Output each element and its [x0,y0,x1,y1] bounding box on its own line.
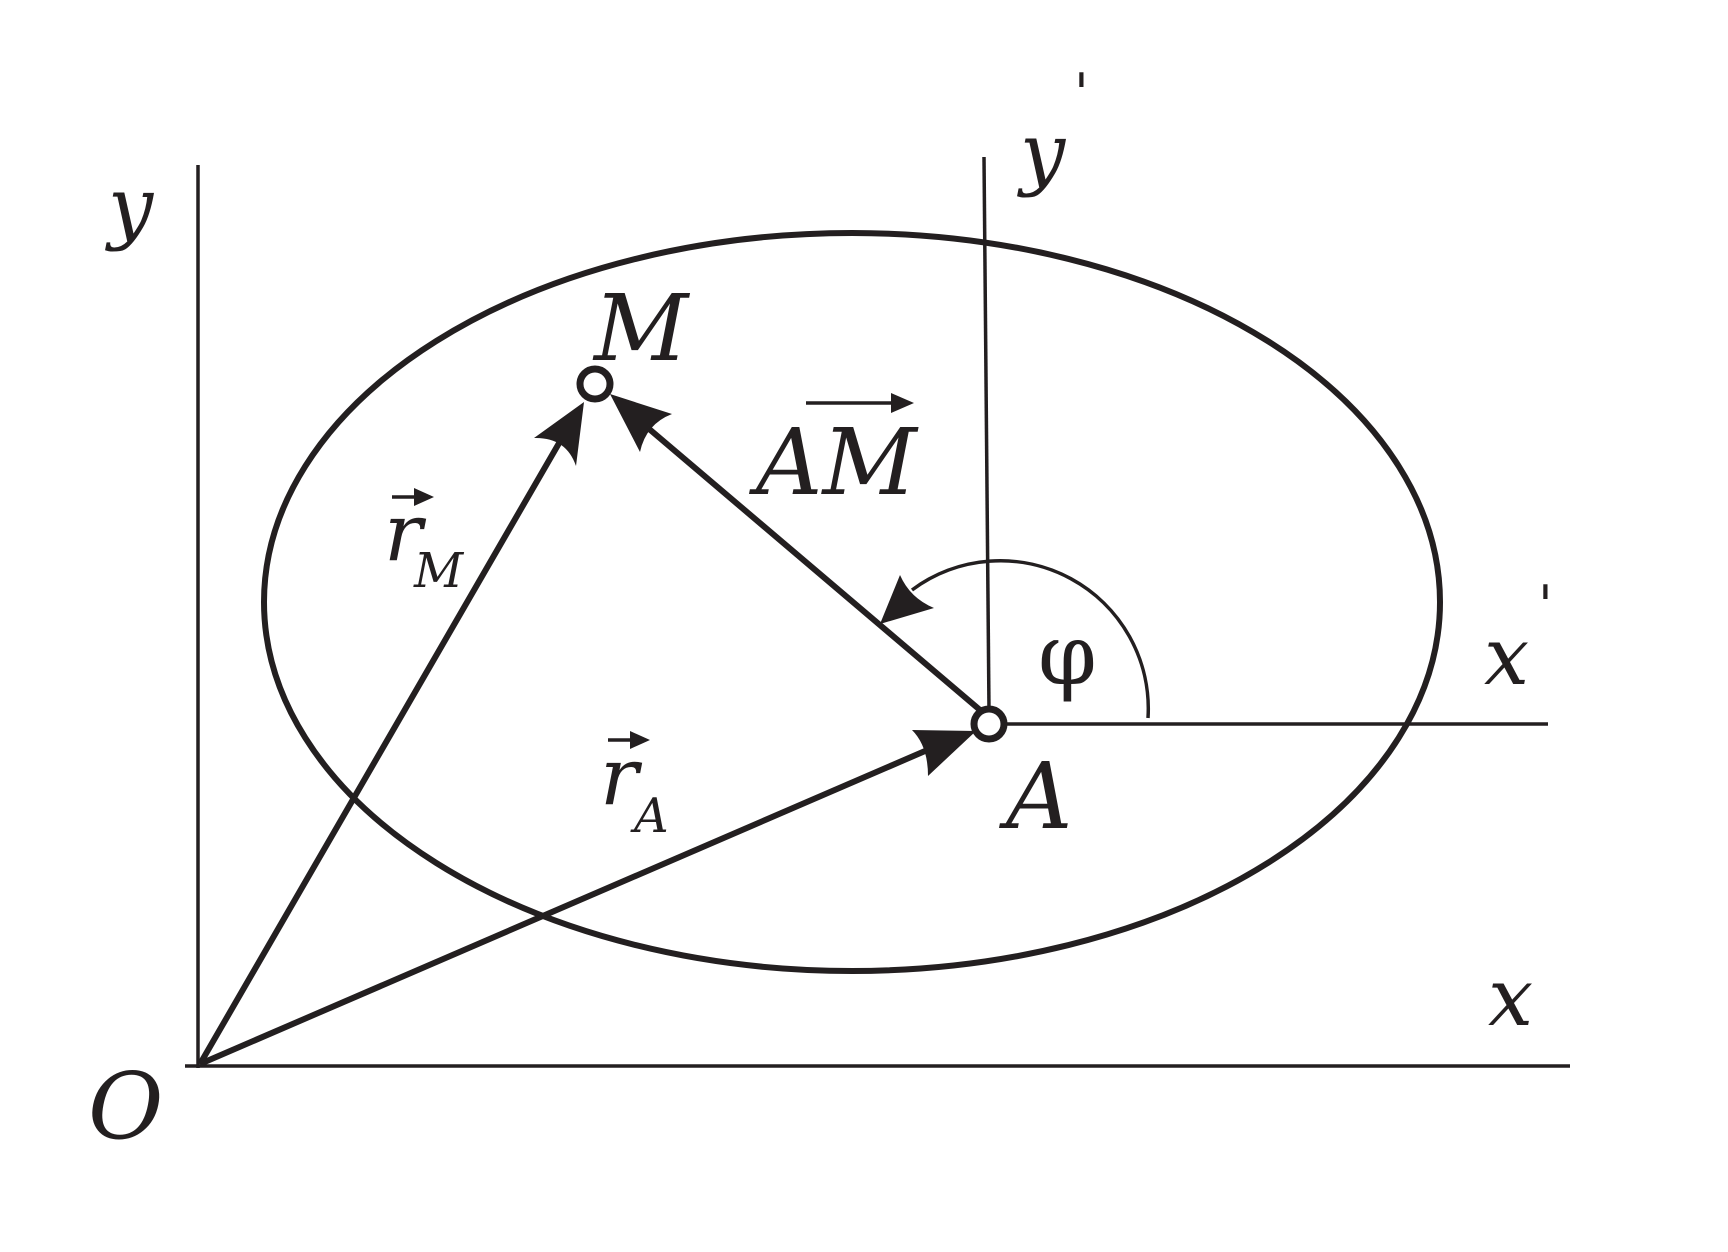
label-am: AM [748,409,919,516]
label-a: A [998,743,1072,850]
am-overbar-arrowhead [891,393,914,413]
label-r-m: r [384,486,427,579]
angle-phi-arrowhead [880,575,934,624]
label-y: y [105,160,155,253]
label-o: O [88,1053,163,1160]
label-x: x [1488,951,1533,1044]
vector-r-m-arrowhead [534,402,584,466]
label-x-prime-mark: ' [1538,574,1553,637]
vector-r-m [197,436,565,1066]
label-y-prime-mark: ' [1074,62,1089,125]
vector-r-a-arrowhead [912,730,976,776]
r-m-arrow-head [414,488,434,506]
label-r-a: r [600,730,643,823]
vector-am-arrowhead [610,394,672,452]
point-m [576,365,614,403]
label-x-prime: x [1484,610,1529,703]
label-phi: φ [1038,606,1097,704]
label-m: M [592,275,691,382]
label-r-m-subscript: M [413,543,465,599]
point-a [970,705,1008,743]
vector-r-a [198,745,934,1067]
y-prime-axis [982,156,991,711]
r-a-arrow-head [630,731,650,749]
trajectory-ellipse [261,230,1443,974]
vector-am [646,425,982,713]
label-r-a-subscript: A [630,788,669,844]
angle-phi-arc [910,559,1151,719]
label-y-prime: y [1017,106,1067,199]
